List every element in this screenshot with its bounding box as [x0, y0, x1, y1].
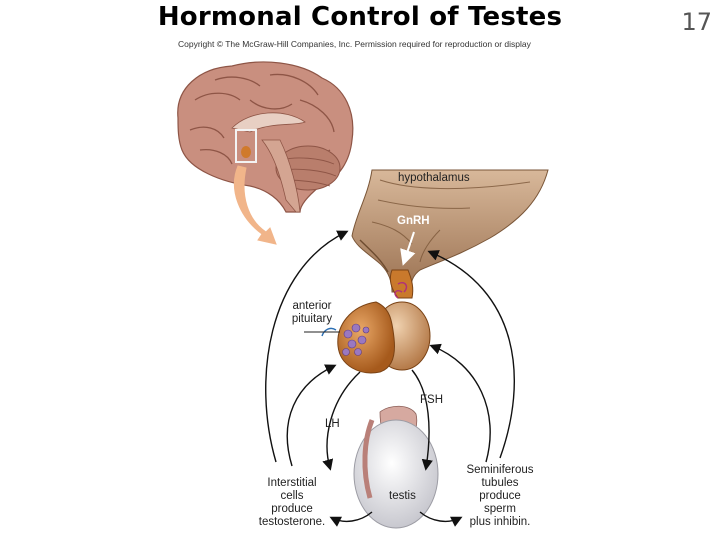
zoom-arrow	[234, 165, 277, 245]
label-interstitial-line2: cells	[280, 490, 304, 502]
slide-number: 17	[681, 8, 712, 36]
label-interstitial-line4: testosterone.	[258, 516, 326, 528]
slide-title: Hormonal Control of Testes	[157, 2, 563, 32]
label-seminiferous-line1: Seminiferous	[466, 464, 534, 476]
arrow-testis-to-interstitial	[329, 511, 373, 527]
label-interstitial-cells: Interstitial cells produce testosterone.	[252, 477, 332, 529]
arrow-testosterone-to-pituitary	[286, 364, 337, 467]
pituitary-stalk	[389, 269, 414, 299]
gnrh-arrow	[400, 231, 416, 266]
label-seminiferous-line5: plus inhibin.	[469, 516, 531, 528]
arrow-lh	[322, 371, 361, 471]
feedback-arrows	[265, 230, 515, 527]
label-anterior-pituitary: anterior pituitary	[283, 300, 341, 326]
testis-illustration	[353, 405, 439, 529]
arrow-inhibin-to-pituitary	[429, 343, 491, 463]
label-seminiferous-line2: tubules	[481, 477, 519, 489]
arrow-testis-to-seminiferous	[419, 511, 463, 527]
label-interstitial-line3: produce	[271, 503, 313, 515]
label-gnrh: GnRH	[397, 215, 430, 227]
label-testis: testis	[389, 490, 416, 502]
label-seminiferous-line4: sperm	[484, 503, 516, 515]
label-hypothalamus: hypothalamus	[398, 172, 470, 184]
arrow-inhibin-to-hypothalamus	[427, 250, 515, 459]
copyright-notice: Copyright © The McGraw-Hill Companies, I…	[178, 39, 531, 49]
label-seminiferous-line3: produce	[479, 490, 521, 502]
label-interstitial-line1: Interstitial	[267, 477, 317, 489]
hypothalamus-illustration	[351, 169, 549, 293]
arrow-fsh	[411, 369, 433, 471]
arrow-testosterone-to-hypothalamus	[265, 230, 349, 463]
label-lh: LH	[325, 418, 340, 430]
label-anterior-line1: anterior	[292, 300, 332, 312]
brain-illustration	[177, 61, 354, 213]
label-seminiferous-tubules: Seminiferous tubules produce sperm plus …	[458, 464, 542, 529]
label-fsh: FSH	[420, 394, 443, 406]
label-anterior-line2: pituitary	[291, 313, 333, 325]
pituitary-gland	[321, 301, 431, 374]
